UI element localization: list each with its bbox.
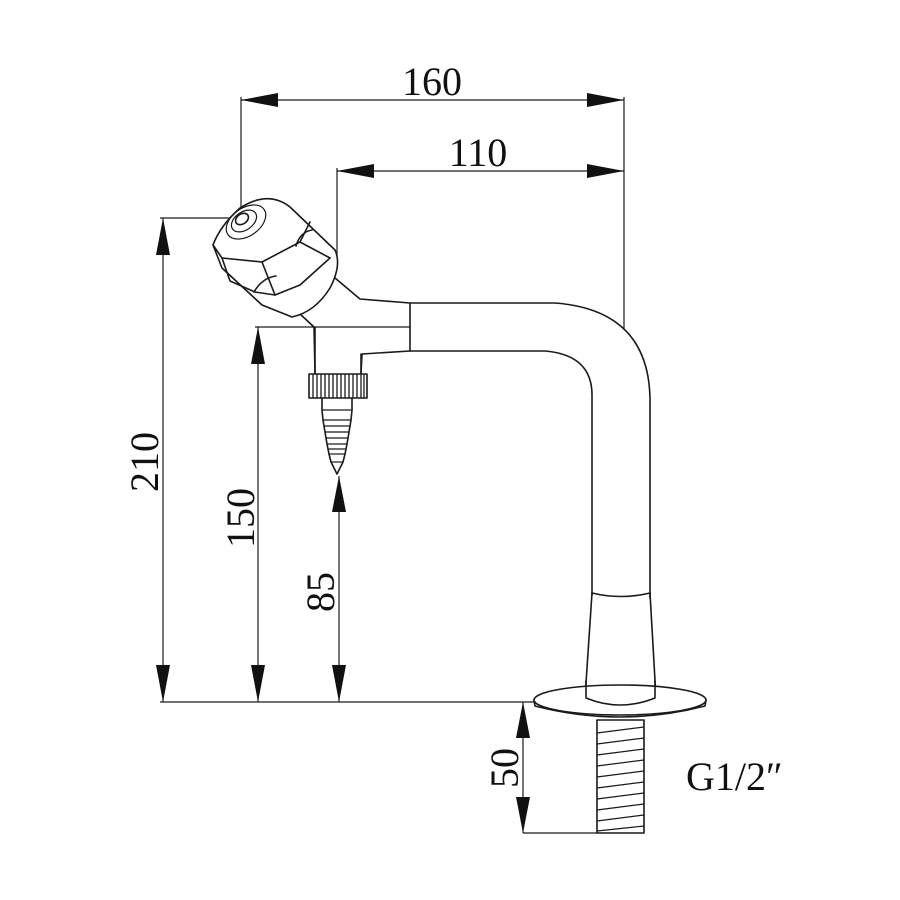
dimension-160-label: 160	[402, 59, 462, 104]
dimension-50: 50	[482, 702, 598, 834]
dimension-160: 160	[240, 59, 625, 330]
dimension-210-label: 210	[122, 432, 167, 492]
faucet-body	[212, 197, 707, 834]
dimension-85-label: 85	[298, 572, 343, 612]
handwheel-knob	[212, 197, 339, 318]
dimension-150: 150	[218, 326, 410, 702]
thread-spec-label: G1/2″	[686, 754, 783, 799]
thread-lines	[596, 726, 645, 832]
dimension-210: 210	[122, 217, 240, 702]
dimension-110-label: 110	[449, 130, 508, 175]
serrated-hose-nozzle	[321, 397, 353, 475]
dimension-150-label: 150	[218, 488, 263, 548]
dimension-110: 110	[336, 130, 624, 262]
knurled-nut	[308, 373, 368, 399]
dimension-50-label: 50	[482, 748, 527, 788]
dimension-85: 85	[298, 476, 346, 702]
